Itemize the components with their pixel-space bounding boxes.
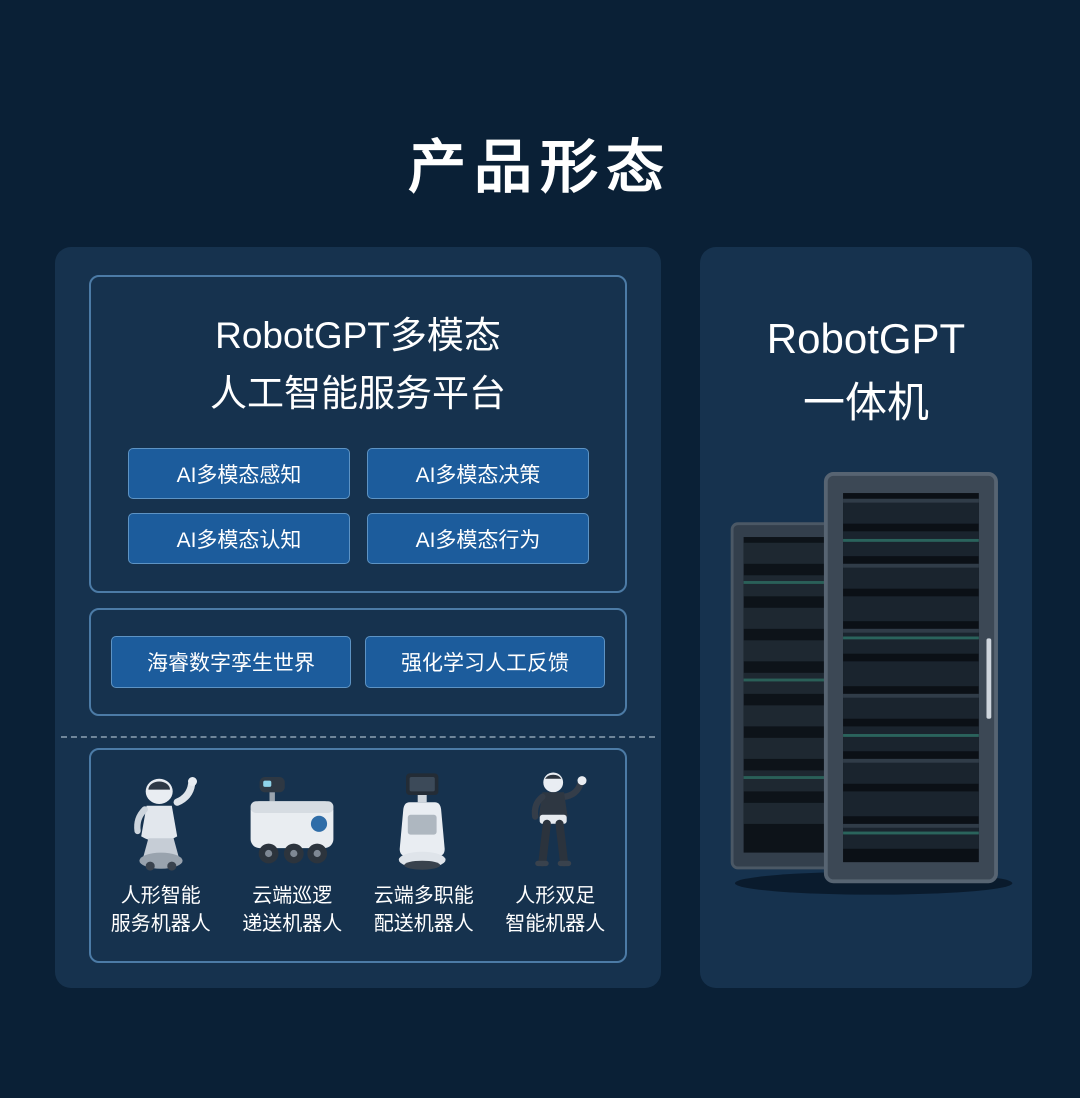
robot-caption: 云端多职能 配送机器人 — [374, 882, 474, 938]
digital-twin-pill: 海睿数字孪生世界 — [111, 636, 351, 688]
capability-pill-decision: AI多模态决策 — [367, 448, 589, 499]
appliance-title-line2: 一体机 — [802, 379, 929, 426]
robot-caption-line1: 云端多职能 — [373, 885, 474, 907]
robot-caption-line2: 智能机器人 — [505, 913, 606, 935]
humanoid-service-robot-image — [107, 760, 215, 878]
patrol-delivery-robot-image — [238, 760, 346, 878]
robot-caption: 人形双足 智能机器人 — [505, 882, 605, 938]
robot-caption-line1: 人形双足 — [515, 885, 596, 907]
multirole-delivery-robot-image — [370, 760, 478, 878]
robot-caption-line1: 云端巡逻 — [252, 885, 333, 907]
platform-title: RobotGPT多模态 人工智能服务平台 — [91, 307, 625, 423]
robot-caption-line2: 服务机器人 — [110, 913, 211, 935]
robot-item-patrol-delivery: 云端巡逻 递送机器人 — [227, 760, 359, 961]
platform-title-line1: RobotGPT多模态 — [215, 315, 501, 356]
robot-caption-line1: 人形智能 — [120, 885, 201, 907]
bipedal-humanoid-robot-image — [501, 760, 609, 878]
platform-card: RobotGPT多模态 人工智能服务平台 AI多模态感知 AI多模态决策 AI多… — [55, 247, 661, 988]
capability-pill-behavior: AI多模态行为 — [367, 513, 589, 564]
robot-item-bipedal-humanoid: 人形双足 智能机器人 — [490, 760, 622, 961]
capability-pill-cognition: AI多模态认知 — [128, 513, 350, 564]
platform-title-line2: 人工智能服务平台 — [210, 373, 506, 414]
appliance-card: RobotGPT 一体机 — [700, 247, 1032, 988]
robot-caption: 人形智能 服务机器人 — [111, 882, 211, 938]
appliance-title-line1: RobotGPT — [766, 315, 966, 362]
robot-caption-line2: 递送机器人 — [242, 913, 343, 935]
platform-box: RobotGPT多模态 人工智能服务平台 AI多模态感知 AI多模态决策 AI多… — [89, 275, 627, 593]
rlhf-pill: 强化学习人工反馈 — [365, 636, 605, 688]
robot-item-multirole-delivery: 云端多职能 配送机器人 — [358, 760, 490, 961]
robots-box: 人形智能 服务机器人 — [89, 748, 627, 963]
capability-grid: AI多模态感知 AI多模态决策 AI多模态认知 AI多模态行为 — [128, 448, 590, 564]
server-rack-image — [713, 439, 1019, 904]
capability-pill-perception: AI多模态感知 — [128, 448, 350, 499]
robot-caption: 云端巡逻 递送机器人 — [242, 882, 342, 938]
footer-bar — [0, 1098, 1080, 1106]
world-box: 海睿数字孪生世界 强化学习人工反馈 — [89, 608, 627, 716]
robot-caption-line2: 配送机器人 — [373, 913, 474, 935]
appliance-title: RobotGPT 一体机 — [700, 307, 1032, 435]
robot-item-humanoid-service: 人形智能 服务机器人 — [95, 760, 227, 961]
page-title: 产品形态 — [407, 135, 672, 200]
dashed-divider — [61, 736, 655, 738]
